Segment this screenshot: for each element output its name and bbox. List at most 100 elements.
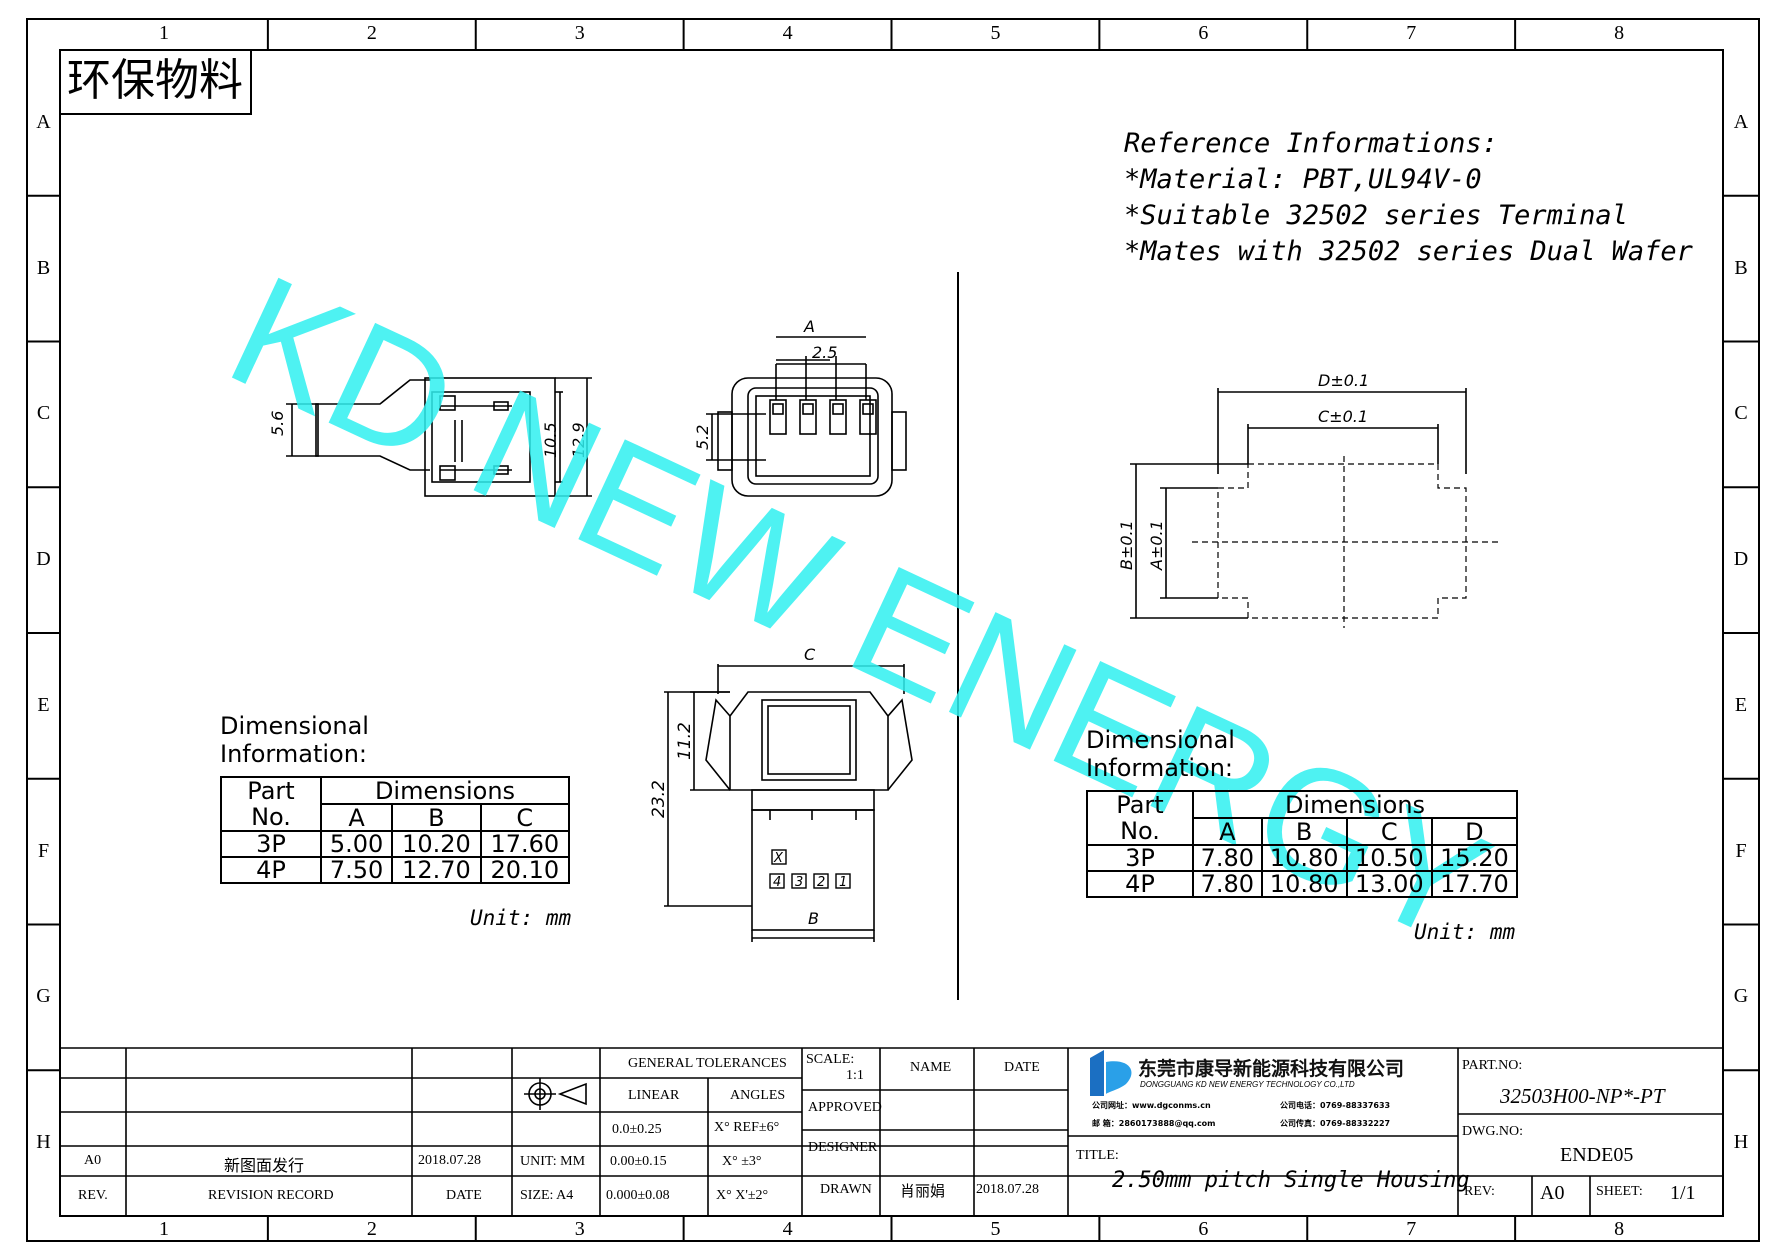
column-label-bottom: 8 — [1614, 1218, 1625, 1240]
projection-symbol — [524, 1078, 587, 1110]
column-label-bottom: 5 — [990, 1218, 1001, 1240]
scale-label: SCALE: — [806, 1052, 855, 1067]
column-label-top: 2 — [366, 22, 377, 44]
svg-text:A±0.1: A±0.1 — [1147, 520, 1166, 571]
reference-line-wafer: *Mates with 32502 series Dual Wafer — [1124, 236, 1693, 267]
reference-line-terminal: *Suitable 32502 series Terminal — [1124, 200, 1628, 231]
company-fax: 公司传真：0769-88332227 — [1280, 1119, 1391, 1128]
row-label-right: E — [1734, 693, 1748, 716]
angles-label: ANGLES — [730, 1088, 786, 1103]
row-label-right: F — [1735, 839, 1747, 862]
column-label-top: 6 — [1198, 22, 1209, 44]
top-view-drawing — [664, 664, 913, 942]
rev-label: REV: — [1464, 1184, 1495, 1199]
row-label-right: D — [1733, 548, 1749, 571]
row-label-left: H — [36, 1131, 51, 1154]
side-view-drawing — [286, 377, 592, 497]
row-label-right: G — [1733, 985, 1749, 1008]
dim-d: D±0.1 — [1318, 371, 1369, 390]
size-label: SIZE: A4 — [520, 1188, 574, 1203]
column-label-top: 7 — [1406, 22, 1417, 44]
unit-label-left: Unit: mm — [470, 906, 572, 930]
drawing-title: 2.50mm pitch Single Housing — [1112, 1168, 1470, 1193]
row-label-left: B — [36, 256, 51, 279]
svg-text:B: B — [808, 909, 819, 928]
tol-angle-1: X° REF±6° — [714, 1120, 780, 1135]
row-label-left: E — [37, 693, 50, 716]
eco-label: 环保物料 — [60, 51, 252, 115]
unit-label: UNIT: MM — [520, 1154, 586, 1169]
tol-linear-2: 0.00±0.15 — [610, 1154, 667, 1169]
row-label-right: A — [1733, 110, 1749, 133]
rev-header: REV. — [78, 1188, 108, 1203]
front-view-drawing — [706, 336, 907, 497]
terminal-cavity — [829, 399, 847, 435]
designer-label: DESIGNER — [808, 1140, 878, 1155]
company-phone: 公司电话：0769-88337633 — [1280, 1101, 1391, 1110]
rev-value: A0 — [84, 1153, 102, 1168]
column-label-top: 3 — [574, 22, 585, 44]
tol-linear-3: 0.000±0.08 — [606, 1188, 670, 1203]
part-no-label: PART.NO: — [1462, 1058, 1523, 1073]
column-label-bottom: 1 — [158, 1218, 169, 1240]
tol-linear-1: 0.0±0.25 — [612, 1122, 662, 1137]
drawn-label: DRAWN — [820, 1182, 872, 1197]
dimensional-heading-left: Dimensional Information: — [220, 712, 369, 768]
general-tolerances-label: GENERAL TOLERANCES — [628, 1056, 787, 1071]
dwg-no-label: DWG.NO: — [1462, 1124, 1524, 1139]
svg-text:1: 1 — [839, 875, 847, 890]
row-label-right: H — [1733, 1131, 1749, 1154]
row-label-left: F — [37, 839, 50, 862]
svg-text:C: C — [804, 645, 816, 664]
svg-text:11.2: 11.2 — [675, 722, 695, 760]
svg-text:23.2: 23.2 — [649, 780, 669, 818]
terminal-cavity — [769, 399, 787, 435]
company-name-en: DONGGUANG KD NEW ENERGY TECHNOLOGY CO.,L… — [1140, 1080, 1355, 1089]
column-label-top: 5 — [990, 22, 1001, 44]
drawn-date: 2018.07.28 — [976, 1182, 1039, 1197]
row-label-left: C — [36, 402, 51, 425]
svg-text:B±0.1: B±0.1 — [1117, 520, 1136, 570]
sheet-number: 1/1 — [1670, 1182, 1696, 1204]
terminal-cavity — [799, 399, 817, 435]
column-label-top: 4 — [782, 22, 793, 44]
reference-line-material: *Material: PBT,UL94V-0 — [1124, 164, 1482, 195]
row-label-right: C — [1734, 402, 1748, 425]
svg-text:A: A — [803, 317, 815, 336]
sheet-label: SHEET: — [1596, 1184, 1643, 1199]
dimensional-heading-right: Dimensional Information: — [1086, 726, 1235, 782]
approved-label: APPROVED — [808, 1100, 882, 1115]
rev-number: A0 — [1540, 1182, 1565, 1204]
column-label-bottom: 3 — [574, 1218, 585, 1240]
svg-text:2: 2 — [817, 875, 825, 890]
column-label-bottom: 7 — [1406, 1218, 1417, 1240]
tol-angle-3: X° X'±2° — [716, 1188, 769, 1203]
svg-text:4: 4 — [773, 875, 781, 890]
row-label-left: G — [36, 985, 51, 1008]
date-header-approval: DATE — [1004, 1060, 1040, 1075]
company-website: 公司网址：www.dgconms.cn — [1092, 1101, 1211, 1110]
unit-label-right: Unit: mm — [1414, 920, 1516, 944]
svg-text:12.9: 12.9 — [569, 422, 588, 458]
column-label-top: 1 — [158, 22, 169, 44]
title-label: TITLE: — [1076, 1148, 1119, 1163]
column-label-bottom: 2 — [366, 1218, 377, 1240]
revision-record-header: REVISION RECORD — [208, 1188, 334, 1203]
linear-label: LINEAR — [628, 1088, 680, 1103]
part-number: 32503H00-NP*-PT — [1500, 1084, 1665, 1108]
table-row: 3P 5.00 10.20 17.60 — [220, 830, 571, 858]
scale-value: 1:1 — [846, 1068, 864, 1083]
column-label-bottom: 4 — [782, 1218, 793, 1240]
table-row: 4P 7.80 10.80 13.00 17.70 — [1086, 870, 1519, 898]
company-name-cn: 东莞市康导新能源科技有限公司 — [1138, 1058, 1405, 1080]
name-header: NAME — [910, 1060, 952, 1075]
column-label-top: 8 — [1614, 22, 1625, 44]
reference-title: Reference Informations: — [1124, 128, 1498, 159]
pcb-layout-drawing — [1130, 388, 1467, 619]
svg-text:3: 3 — [795, 875, 803, 890]
column-label-bottom: 6 — [1198, 1218, 1209, 1240]
dim-5-6: 5.6 — [268, 411, 287, 436]
svg-text:10.5: 10.5 — [541, 422, 560, 458]
